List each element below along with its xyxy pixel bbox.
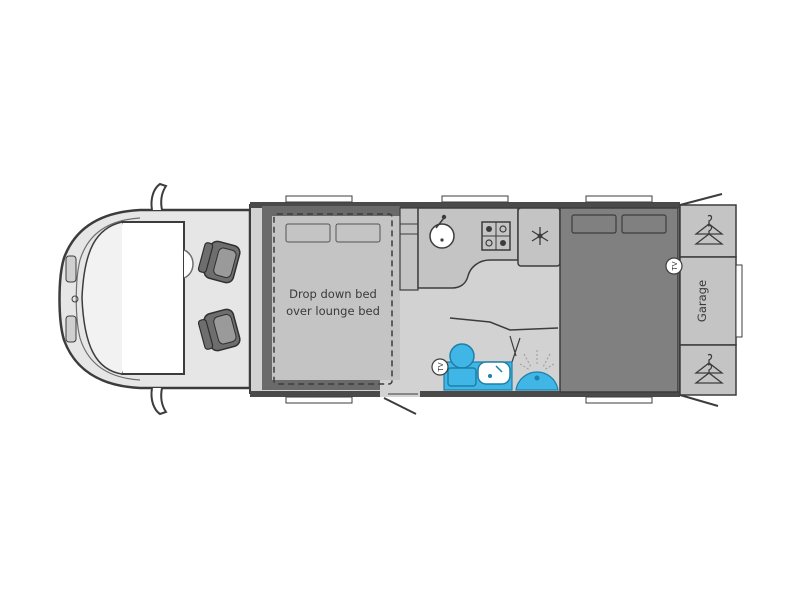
- tv-rear-label: TV: [671, 261, 679, 271]
- rear-bed-pillow-1: [571, 214, 617, 234]
- shower-icon: [515, 350, 559, 391]
- rear-bed: [559, 207, 679, 393]
- headlight-top: [65, 255, 77, 283]
- snowflake-icon: [531, 227, 549, 245]
- garage-label: Garage: [695, 280, 709, 322]
- garage: [679, 256, 737, 346]
- bonnet: [81, 221, 123, 375]
- rear-bed-pillow-2: [621, 214, 667, 234]
- coat-hanger-icon: [694, 214, 724, 245]
- garage-door: [735, 264, 743, 338]
- window-2-top: [441, 195, 509, 203]
- headlight-bottom: [65, 315, 77, 343]
- body-wall-bottom: [250, 391, 680, 397]
- lounge-bench-top: [262, 206, 400, 216]
- body-wall-top: [250, 202, 680, 208]
- gas-hob-icon: [481, 221, 511, 251]
- wardrobe-top: [679, 204, 737, 258]
- window-1-top: [285, 195, 353, 203]
- tv-washroom-label: TV: [437, 362, 445, 372]
- door-swing: [383, 397, 417, 415]
- kitchen-sink-icon: [429, 214, 455, 249]
- bed-mattress: [559, 207, 679, 393]
- rear-corner-top: [679, 193, 723, 206]
- window-3-top: [585, 195, 653, 203]
- toilet-icon: [447, 343, 477, 387]
- windscreen: [111, 221, 185, 375]
- fridge: [517, 207, 561, 267]
- wardrobe-bottom: [679, 344, 737, 396]
- washroom: TV: [431, 317, 559, 391]
- kitchen: [417, 207, 519, 289]
- passenger-seat: [197, 308, 241, 352]
- cab: [58, 182, 252, 416]
- mirror-bottom: [150, 387, 168, 416]
- bed-label-line1: Drop down bed: [289, 287, 377, 301]
- driver-seat: [197, 240, 241, 284]
- mirror-top: [150, 182, 168, 211]
- tv-marker-rear: TV: [665, 257, 683, 275]
- washbasin-icon: [477, 361, 511, 385]
- bed-pillow-2: [335, 223, 381, 243]
- badge-icon: [71, 295, 79, 303]
- bed-label-line2: over lounge bed: [286, 304, 380, 318]
- lounge: Drop down bed over lounge bed: [262, 206, 400, 390]
- cabinet-small: [399, 207, 419, 291]
- lounge-bench-left: [262, 206, 272, 390]
- cab-inner-line: [75, 217, 141, 381]
- rear-storage: Garage: [679, 193, 743, 407]
- lounge-bench-bottom: [262, 380, 380, 390]
- window-1-bottom: [285, 396, 353, 404]
- washroom-partition: [449, 317, 559, 331]
- window-3-bottom: [585, 396, 653, 404]
- coat-hanger-icon: [694, 353, 724, 384]
- entrance-door: [380, 391, 420, 415]
- drop-down-bed-outline: [273, 213, 393, 385]
- rear-corner-bottom: [679, 394, 719, 407]
- lounge-seat: [272, 216, 400, 380]
- washroom-door-line: [509, 335, 521, 363]
- bed-pillow-1: [285, 223, 331, 243]
- tv-marker-washroom: TV: [431, 358, 449, 376]
- steering-wheel: [183, 249, 194, 279]
